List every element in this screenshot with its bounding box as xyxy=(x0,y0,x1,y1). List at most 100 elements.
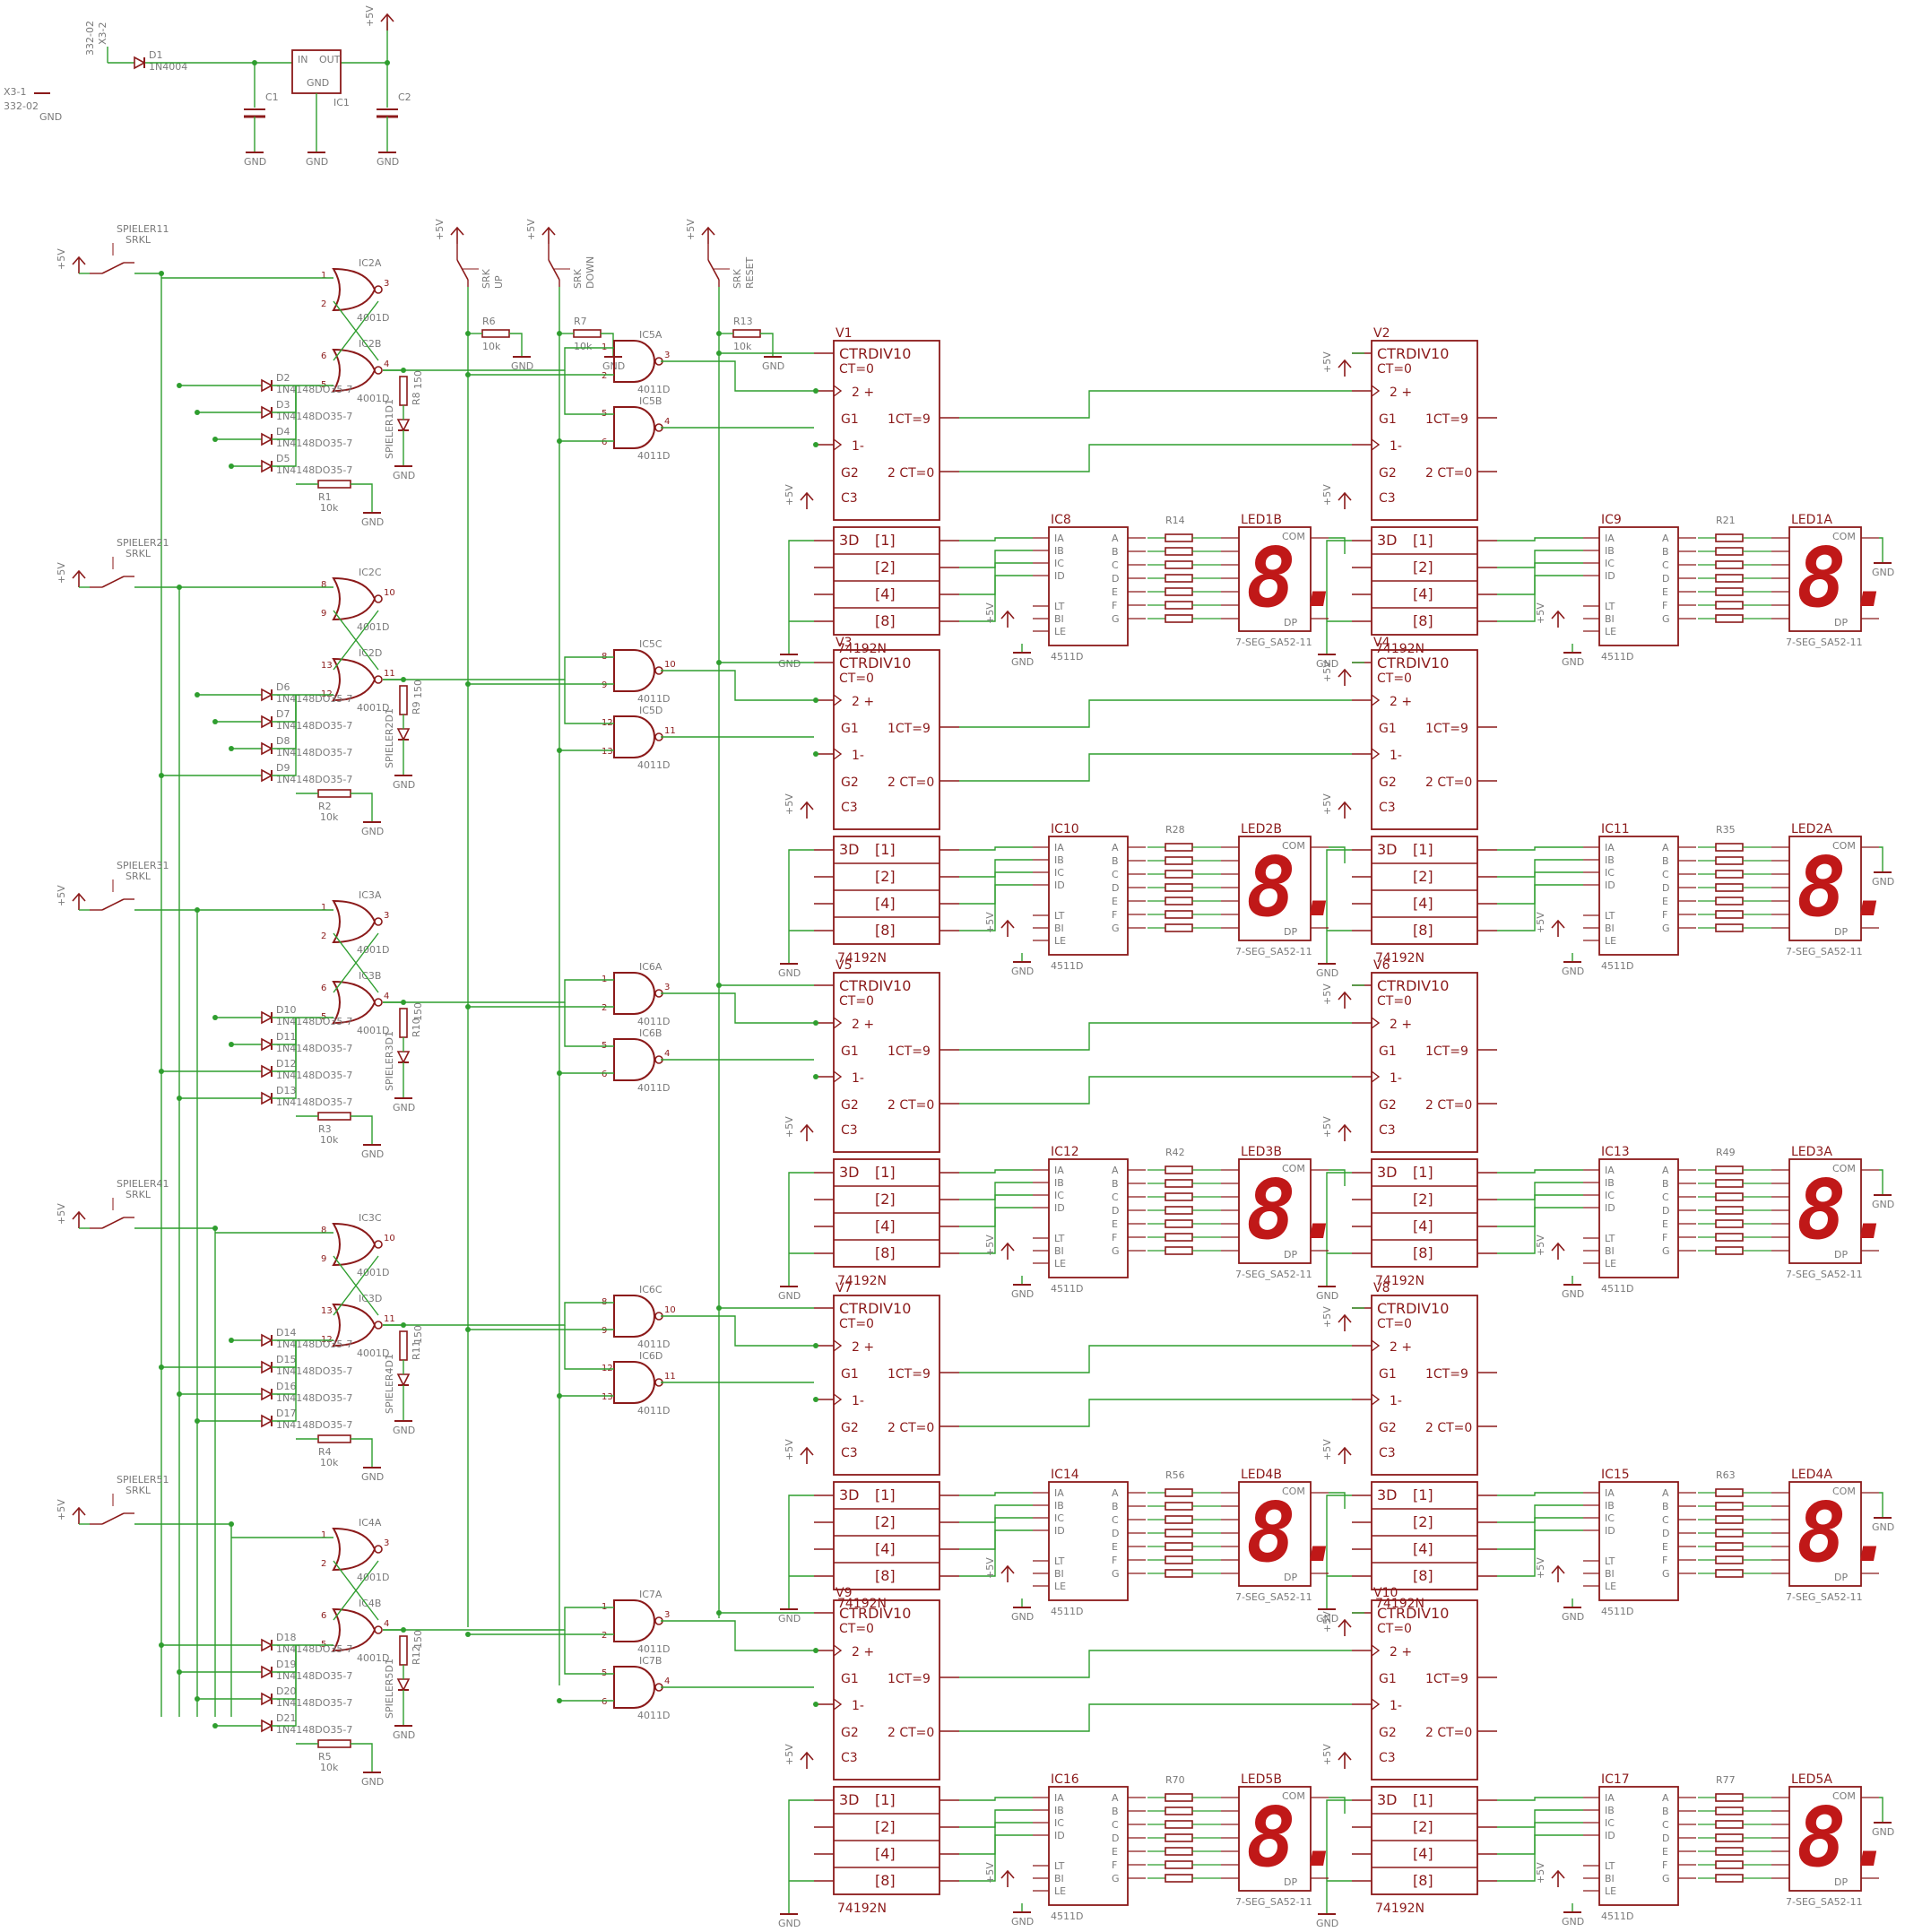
clock-marker xyxy=(1371,1393,1381,1406)
decoder-control: LE xyxy=(1605,1258,1616,1269)
gate-bubble xyxy=(374,1545,383,1554)
counter-bit-label: [1] xyxy=(1413,1791,1433,1808)
diode-name: D20 xyxy=(276,1685,296,1697)
diode-part: 1N4148DO35-7 xyxy=(276,774,352,785)
vcc-arrow xyxy=(1551,1564,1565,1574)
switch-type: SRKL xyxy=(126,871,152,882)
gate-bubble xyxy=(374,594,383,603)
junction-dot xyxy=(716,351,722,356)
clock-marker xyxy=(833,1339,843,1352)
counter-bit-label: [8] xyxy=(1413,1872,1433,1889)
segment-resistor-array: R77 xyxy=(1698,1774,1771,1883)
decoder-input: IB xyxy=(1054,1805,1064,1816)
counter-bit-label: [2] xyxy=(875,559,896,576)
counter-bit-label: [8] xyxy=(875,612,896,629)
gate-body xyxy=(613,1038,655,1081)
decoder-body xyxy=(1048,1786,1129,1906)
counter-g2: G2 xyxy=(841,1098,859,1113)
wire xyxy=(1879,1797,1883,1814)
decoder-part: 4511D xyxy=(1051,1910,1083,1922)
counter-name: V5 xyxy=(836,958,852,973)
gnd-symbol: GND xyxy=(244,143,266,168)
resistor xyxy=(1715,1233,1744,1242)
diode-name: D4 xyxy=(276,426,290,438)
gnd-symbol: GND xyxy=(306,143,328,168)
led-triangle xyxy=(396,419,411,432)
vcc-symbol: +5V xyxy=(434,219,464,244)
gate-part: 4001D xyxy=(357,1267,389,1278)
display-com: COM xyxy=(1832,840,1856,852)
switch-lever xyxy=(548,259,560,281)
gate-body xyxy=(613,972,655,1015)
resistor xyxy=(1715,547,1744,556)
resistor xyxy=(1715,1806,1744,1815)
gnd-label: GND xyxy=(762,360,784,372)
display-part: 7-SEG_SA52-11 xyxy=(1235,1591,1312,1603)
gate-body xyxy=(332,899,377,944)
pin-number: 11 xyxy=(664,1372,676,1382)
diode-name: D12 xyxy=(276,1058,296,1070)
decoder-input: IC xyxy=(1054,1512,1064,1524)
gate-body xyxy=(332,348,377,393)
junction-dot xyxy=(177,1669,182,1675)
gnd-symbol: GND xyxy=(361,504,384,528)
decoder-output: F xyxy=(1112,1555,1117,1566)
pin-number: 13 xyxy=(321,1306,333,1316)
counter-borrow: 2 CT=0 xyxy=(1425,1421,1472,1435)
display-digit: 8. xyxy=(1797,1162,1896,1258)
counter-g2: G2 xyxy=(841,1421,859,1435)
display-body xyxy=(1238,526,1312,632)
vcc-label: +5V xyxy=(1535,1862,1546,1884)
resistor xyxy=(1715,897,1744,905)
gnd-symbol: GND xyxy=(1562,953,1584,977)
decoder-input: ID xyxy=(1054,1525,1065,1537)
decoder-input: IA xyxy=(1054,1165,1064,1176)
wire xyxy=(564,1630,614,1675)
wire xyxy=(1879,846,1883,863)
pulldown-value: 10k xyxy=(320,502,339,514)
junction-dot xyxy=(813,442,818,447)
wire xyxy=(959,1492,1033,1496)
gnd-symbol: GND xyxy=(1316,955,1338,979)
gnd-label: GND xyxy=(1872,876,1894,888)
counter-title: CTRDIV10 xyxy=(839,1300,911,1317)
junction-dot xyxy=(177,383,182,388)
decoder-body xyxy=(1598,526,1679,646)
control-resistor-value: 10k xyxy=(482,341,501,352)
gnd-symbol: GND xyxy=(778,955,801,979)
decoder-name: IC15 xyxy=(1601,1468,1630,1482)
counter-3d: 3D xyxy=(839,841,860,858)
wire xyxy=(788,1494,814,1600)
led-name: SPIELER2D1 xyxy=(384,708,395,768)
pin-number: 6 xyxy=(602,1070,607,1079)
gate-name: IC3A xyxy=(359,889,382,901)
counter-bit-label: [1] xyxy=(1413,532,1433,549)
gnd-label: GND xyxy=(1011,1288,1034,1300)
vcc-arrow xyxy=(1338,1123,1352,1133)
resistor xyxy=(399,1635,408,1666)
gnd-label: GND xyxy=(1011,1611,1034,1623)
junction-dot xyxy=(177,1096,182,1101)
switch-name: SRK xyxy=(572,268,584,289)
player-row-4: +5VSPIELER41SRKLIC3C4001D8910IC3D4001D13… xyxy=(56,1178,1896,1624)
pin-number: 1 xyxy=(321,271,326,281)
clock-marker xyxy=(1371,1698,1381,1711)
vcc-symbol: +5V xyxy=(1321,351,1352,377)
counter-ct0: CT=0 xyxy=(839,994,874,1009)
control-resistor-name: R13 xyxy=(733,316,753,327)
pulldown-name: R1 xyxy=(318,491,332,503)
control-resistor-name: R6 xyxy=(482,316,496,327)
counter-control-block xyxy=(1371,1599,1478,1780)
vcc-label: +5V xyxy=(1321,661,1333,682)
decoder-output: D xyxy=(1662,882,1669,894)
diode-name: D5 xyxy=(276,453,290,464)
decoder-output: E xyxy=(1662,896,1668,907)
vcc-arrow xyxy=(1338,1618,1352,1628)
